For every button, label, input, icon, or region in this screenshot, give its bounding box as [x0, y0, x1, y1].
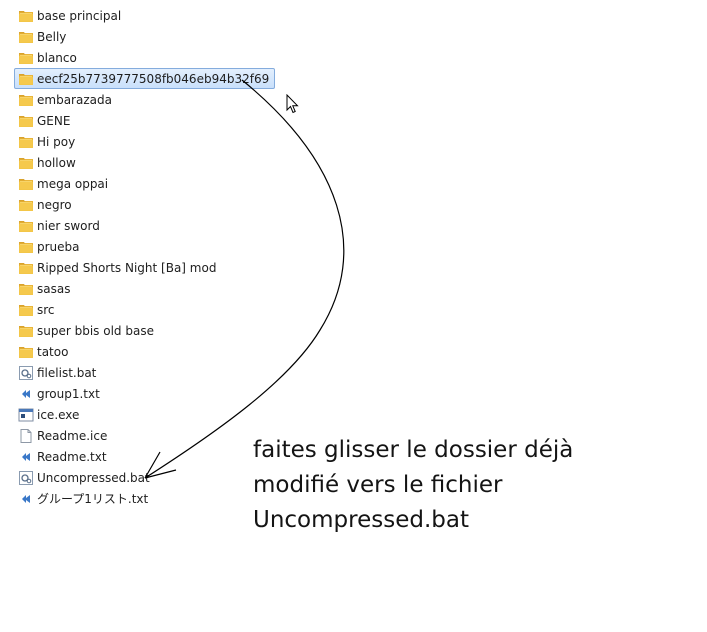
text-file-icon — [18, 449, 34, 465]
item-label: sasas — [37, 281, 71, 296]
list-item[interactable]: prueba — [14, 236, 275, 257]
list-item[interactable]: eecf25b7739777508fb046eb94b32f69 — [14, 68, 276, 89]
list-item[interactable]: GENE — [14, 110, 275, 131]
item-label: hollow — [37, 155, 76, 170]
item-label: tatoo — [37, 344, 69, 359]
list-item[interactable]: negro — [14, 194, 275, 215]
folder-icon — [18, 197, 34, 213]
list-item[interactable]: nier sword — [14, 215, 275, 236]
item-label: グループ1リスト.txt — [37, 492, 149, 506]
item-label: ice.exe — [37, 407, 80, 422]
item-label: prueba — [37, 239, 80, 254]
item-label: Readme.txt — [37, 449, 107, 464]
folder-icon — [18, 176, 34, 192]
file-icon — [18, 428, 34, 444]
application-icon — [18, 407, 34, 423]
annotation-line-1: faites glisser le dossier déjà — [253, 437, 574, 463]
folder-icon — [18, 302, 34, 318]
list-item[interactable]: super bbis old base — [14, 320, 275, 341]
list-item[interactable]: mega oppai — [14, 173, 275, 194]
item-label: Ripped Shorts Night [Ba] mod — [37, 260, 217, 275]
item-label: embarazada — [37, 92, 112, 107]
instruction-annotation: faites glisser le dossier déjà modifié v… — [253, 433, 573, 538]
folder-icon — [18, 218, 34, 234]
folder-icon — [18, 260, 34, 276]
folder-icon — [18, 50, 34, 66]
item-label: src — [37, 302, 55, 317]
item-label: nier sword — [37, 218, 100, 233]
item-label: base principal — [37, 8, 122, 23]
annotation-line-2: modifié vers le fichier — [253, 472, 503, 498]
list-item[interactable]: Hi poy — [14, 131, 275, 152]
item-label: blanco — [37, 50, 77, 65]
folder-icon — [18, 29, 34, 45]
list-item[interactable]: Ripped Shorts Night [Ba] mod — [14, 257, 275, 278]
list-item[interactable]: src — [14, 299, 275, 320]
item-label: Hi poy — [37, 134, 76, 149]
folder-icon — [18, 344, 34, 360]
list-item[interactable]: Belly — [14, 26, 275, 47]
list-item[interactable]: group1.txt — [14, 383, 275, 404]
folder-icon — [18, 239, 34, 255]
mouse-cursor-icon — [286, 94, 299, 114]
item-label: super bbis old base — [37, 323, 154, 338]
item-label: eecf25b7739777508fb046eb94b32f69 — [37, 71, 270, 86]
item-label: Belly — [37, 29, 67, 44]
list-item[interactable]: Readme.txt — [14, 446, 275, 467]
folder-icon — [18, 113, 34, 129]
list-item[interactable]: ice.exe — [14, 404, 275, 425]
folder-icon — [18, 71, 34, 87]
item-label: filelist.bat — [37, 365, 97, 380]
item-label: negro — [37, 197, 72, 212]
batch-file-icon — [18, 365, 34, 381]
list-item[interactable]: hollow — [14, 152, 275, 173]
folder-icon — [18, 155, 34, 171]
list-item[interactable]: sasas — [14, 278, 275, 299]
folder-icon — [18, 8, 34, 24]
list-item[interactable]: Readme.ice — [14, 425, 275, 446]
list-item[interactable]: embarazada — [14, 89, 275, 110]
item-label: mega oppai — [37, 176, 109, 191]
folder-icon — [18, 134, 34, 150]
text-file-icon — [18, 491, 34, 507]
item-label: Uncompressed.bat — [37, 470, 150, 485]
annotation-line-3: Uncompressed.bat — [253, 507, 469, 533]
batch-file-icon — [18, 470, 34, 486]
text-file-icon — [18, 386, 34, 402]
item-label: GENE — [37, 113, 71, 128]
list-item[interactable]: Uncompressed.bat — [14, 467, 275, 488]
list-item[interactable]: blanco — [14, 47, 275, 68]
item-label: Readme.ice — [37, 428, 108, 443]
item-label: group1.txt — [37, 386, 100, 401]
folder-icon — [18, 92, 34, 108]
folder-icon — [18, 323, 34, 339]
list-item[interactable]: base principal — [14, 5, 275, 26]
list-item[interactable]: tatoo — [14, 341, 275, 362]
folder-icon — [18, 281, 34, 297]
list-item[interactable]: グループ1リスト.txt — [14, 488, 275, 509]
list-item[interactable]: filelist.bat — [14, 362, 275, 383]
